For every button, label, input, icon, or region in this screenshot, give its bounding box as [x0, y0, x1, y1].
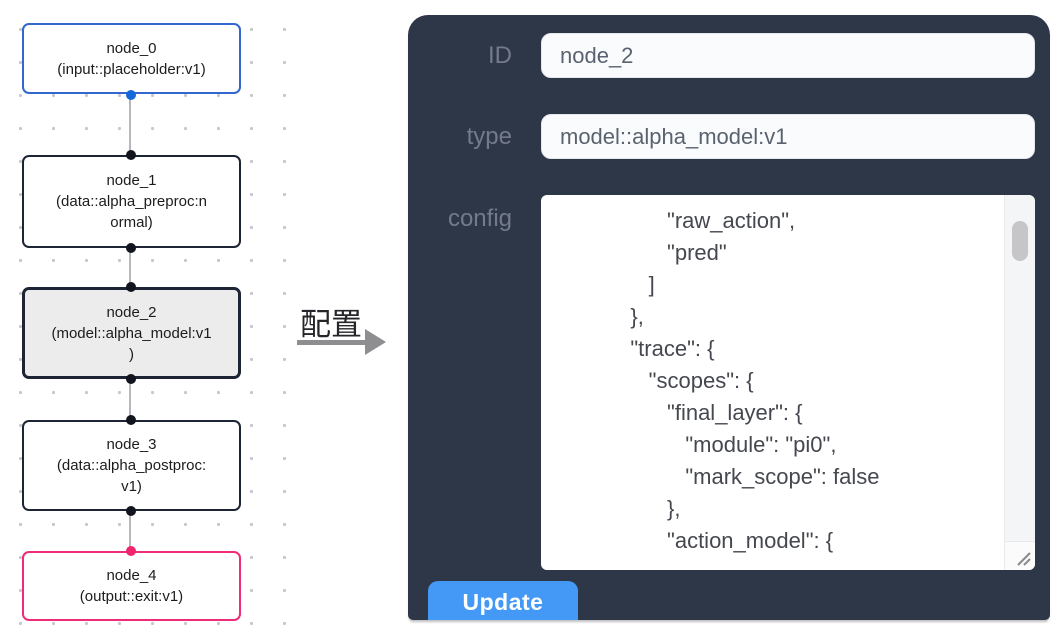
node-label: node_1 — [106, 172, 157, 189]
update-button[interactable]: Update — [428, 581, 578, 620]
flow-node-1[interactable]: node_1 (data::alpha_preproc:n ormal) — [22, 155, 241, 248]
node-2-target-handle[interactable] — [126, 282, 136, 292]
node-1-target-handle[interactable] — [126, 150, 136, 160]
type-field-label: type — [466, 123, 512, 150]
resize-handle-icon[interactable] — [1005, 541, 1035, 570]
flow-node-2-selected[interactable]: node_2 (model::alpha_model:v1 ) — [22, 287, 241, 379]
node-type-label: (input::placeholder:v1) — [57, 60, 206, 78]
node-type-label: (output::exit:v1) — [79, 588, 184, 605]
node-type-label: (model::alpha_model:v1 ) — [51, 324, 212, 363]
type-input[interactable] — [541, 114, 1035, 159]
flow-node-3[interactable]: node_3 (data::alpha_postproc: v1) — [22, 420, 241, 511]
right-arrow-head-icon — [365, 329, 386, 355]
node-2-source-handle[interactable] — [126, 374, 136, 384]
scrollbar-thumb[interactable] — [1012, 221, 1028, 261]
config-json-content: "raw_action", "pred" ] }, "trace": { "sc… — [630, 208, 880, 553]
config-field-label: config — [447, 205, 512, 232]
node-label: node_2 — [106, 303, 157, 321]
node-label: node_3 — [106, 436, 157, 453]
flow-node-4[interactable]: node_4 (output::exit:v1) — [22, 551, 241, 621]
node-config-panel: ID type config "raw_action", "pred" ] },… — [408, 15, 1050, 620]
scrollbar-track[interactable] — [1004, 195, 1035, 570]
node-3-source-handle[interactable] — [126, 506, 136, 516]
node-4-target-handle[interactable] — [126, 546, 136, 556]
node-type-label: (data::alpha_preproc:n ormal) — [56, 193, 207, 231]
configure-annotation-label: 配置 — [300, 307, 362, 342]
node-label: node_4 — [106, 567, 157, 584]
node-type-label: (data::alpha_postproc: v1) — [56, 457, 207, 495]
node-0-source-handle[interactable] — [126, 90, 136, 100]
right-arrow-icon — [297, 340, 367, 345]
node-1-source-handle[interactable] — [126, 243, 136, 253]
id-field-label: ID — [488, 42, 512, 69]
node-3-target-handle[interactable] — [126, 415, 136, 425]
config-json-textarea[interactable]: "raw_action", "pred" ] }, "trace": { "sc… — [541, 195, 1035, 570]
id-input[interactable] — [541, 33, 1035, 78]
flow-node-0[interactable]: node_0 (input::placeholder:v1) — [22, 23, 241, 94]
node-label: node_0 — [106, 39, 157, 57]
